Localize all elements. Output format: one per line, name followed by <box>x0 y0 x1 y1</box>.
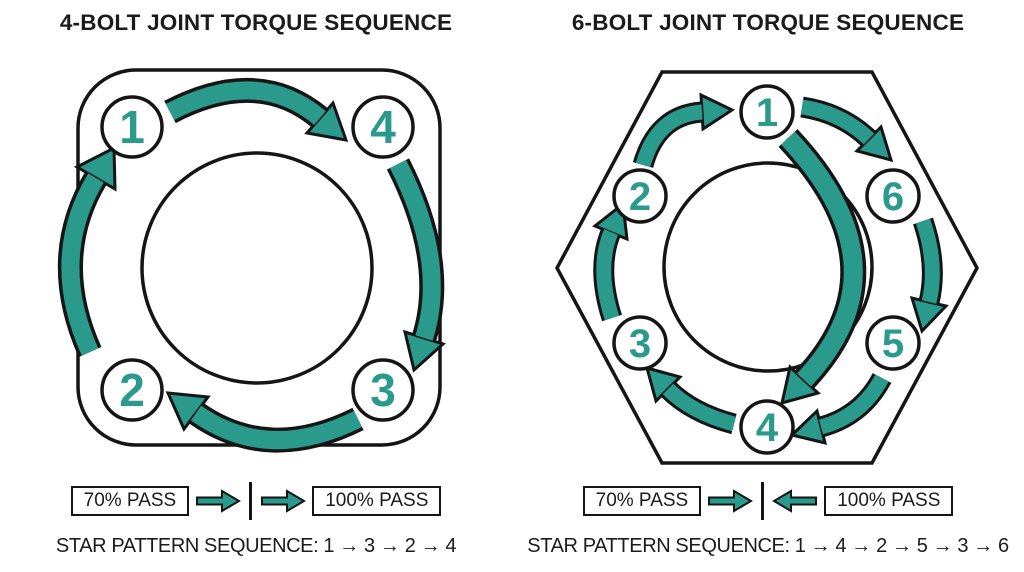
arrow-1-to-4-cross-icon <box>778 129 867 406</box>
bolt-4-label: 4 <box>756 406 779 450</box>
bolt-4: 4 <box>351 95 415 159</box>
right-pass-indicator: 70% PASS 100% PASS <box>512 482 1024 520</box>
bolt-1: 1 <box>100 95 164 159</box>
center-bore <box>140 151 374 385</box>
pass-divider <box>761 482 765 520</box>
bolt-3: 3 <box>351 358 415 422</box>
bolt-1: 1 <box>739 84 795 140</box>
arrow-right-icon <box>261 489 307 513</box>
center-bore <box>662 161 874 373</box>
four-bolt-flange-diagram: 1 4 2 3 <box>58 68 446 453</box>
bolt-3: 3 <box>612 315 668 371</box>
bolt-3-label: 3 <box>629 322 651 366</box>
left-diagram-title: 4-BOLT JOINT TORQUE SEQUENCE <box>59 10 453 35</box>
arrow-1-to-4-icon <box>164 78 349 142</box>
right-pass-100-box: 100% PASS <box>824 486 954 516</box>
bolt-4: 4 <box>739 399 795 455</box>
arrow-5-to-4-icon <box>788 372 892 446</box>
bolt-3-label: 3 <box>370 364 396 416</box>
arrow-2-to-1-icon <box>58 145 117 358</box>
bolt-4-label: 4 <box>370 101 396 153</box>
arrow-1-to-6-icon <box>800 96 894 163</box>
left-pass-indicator: 70% PASS 100% PASS <box>0 482 512 520</box>
arrow-right-icon <box>708 489 754 513</box>
right-diagram-title: 6-BOLT JOINT TORQUE SEQUENCE <box>571 10 965 35</box>
arrow-6-to-5-icon <box>909 217 949 334</box>
bolt-2-label: 2 <box>119 364 145 416</box>
right-sequence-caption: STAR PATTERN SEQUENCE: 1 → 4 → 2 → 5 → 3… <box>527 535 1009 557</box>
bolt-1-label: 1 <box>119 101 145 153</box>
arrow-4-to-3-icon <box>644 365 737 435</box>
left-sequence-caption: STAR PATTERN SEQUENCE: 1 → 3 → 2 → 4 <box>55 535 457 557</box>
bolt-6: 6 <box>865 168 921 224</box>
arrow-2-to-1-icon <box>632 92 736 169</box>
bolt-6-label: 6 <box>882 175 904 219</box>
pass-divider <box>249 482 253 520</box>
bolt-2: 2 <box>612 168 668 224</box>
arrow-left-icon <box>772 489 818 513</box>
bolt-2: 2 <box>100 358 164 422</box>
left-pass-70-box: 70% PASS <box>70 486 190 516</box>
arrow-right-icon <box>196 489 242 513</box>
arrow-4-to-3-icon <box>386 158 446 373</box>
left-pass-100-box: 100% PASS <box>312 486 442 516</box>
arrow-3-to-2-icon <box>165 391 364 453</box>
six-bolt-flange-diagram: 1 2 6 3 5 4 <box>555 70 979 465</box>
bolt-5: 5 <box>865 315 921 371</box>
bolt-1-label: 1 <box>756 91 778 135</box>
right-pass-70-box: 70% PASS <box>582 486 702 516</box>
bolt-5-label: 5 <box>882 322 904 366</box>
bolt-2-label: 2 <box>629 175 651 219</box>
